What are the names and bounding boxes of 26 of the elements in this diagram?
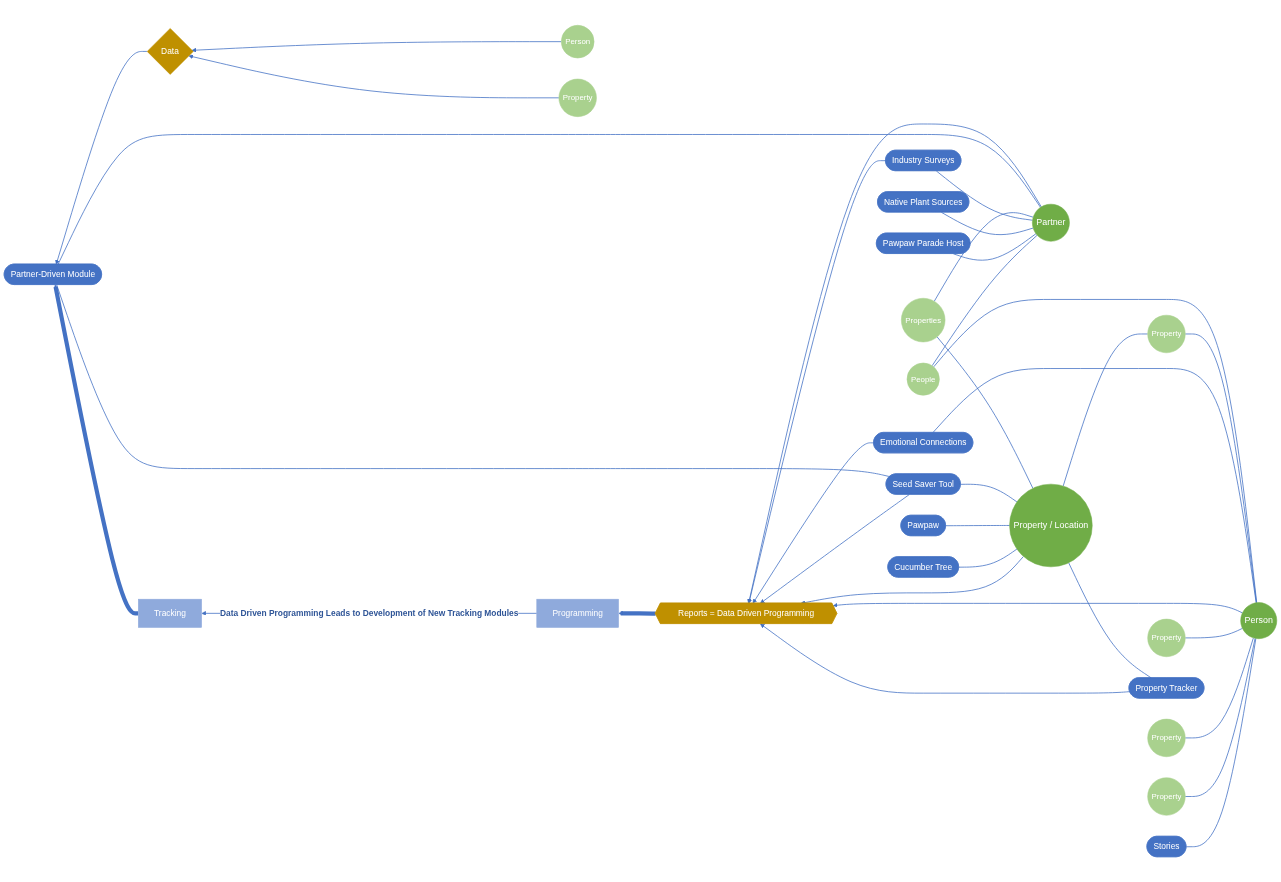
connector bbox=[1062, 333, 1149, 487]
node-circle: Person bbox=[1240, 602, 1278, 639]
connector bbox=[933, 212, 1034, 302]
connector bbox=[1184, 637, 1256, 797]
connector bbox=[56, 284, 891, 478]
connector bbox=[932, 368, 1257, 604]
connector bbox=[1185, 638, 1257, 848]
node-diamond: Data bbox=[146, 28, 194, 75]
node-box: Tracking bbox=[138, 598, 202, 628]
node-box: Programming bbox=[536, 598, 619, 628]
node-circle: Property / Location bbox=[1009, 483, 1093, 568]
connector bbox=[941, 211, 1034, 236]
connector bbox=[960, 483, 1018, 503]
connector bbox=[1068, 562, 1152, 679]
edge-label: Data Driven Programming Leads to Development of New Tracking Modules bbox=[219, 608, 519, 618]
connector bbox=[936, 336, 1034, 489]
connector bbox=[931, 234, 1038, 367]
node-circle: Partner bbox=[1032, 203, 1070, 242]
connector bbox=[1184, 637, 1254, 739]
connector bbox=[935, 170, 1033, 221]
arrow bbox=[618, 611, 656, 616]
connector bbox=[958, 548, 1018, 568]
connector bbox=[945, 525, 1010, 527]
connector bbox=[57, 134, 1041, 265]
connector bbox=[933, 299, 1258, 604]
connector bbox=[1184, 627, 1243, 639]
